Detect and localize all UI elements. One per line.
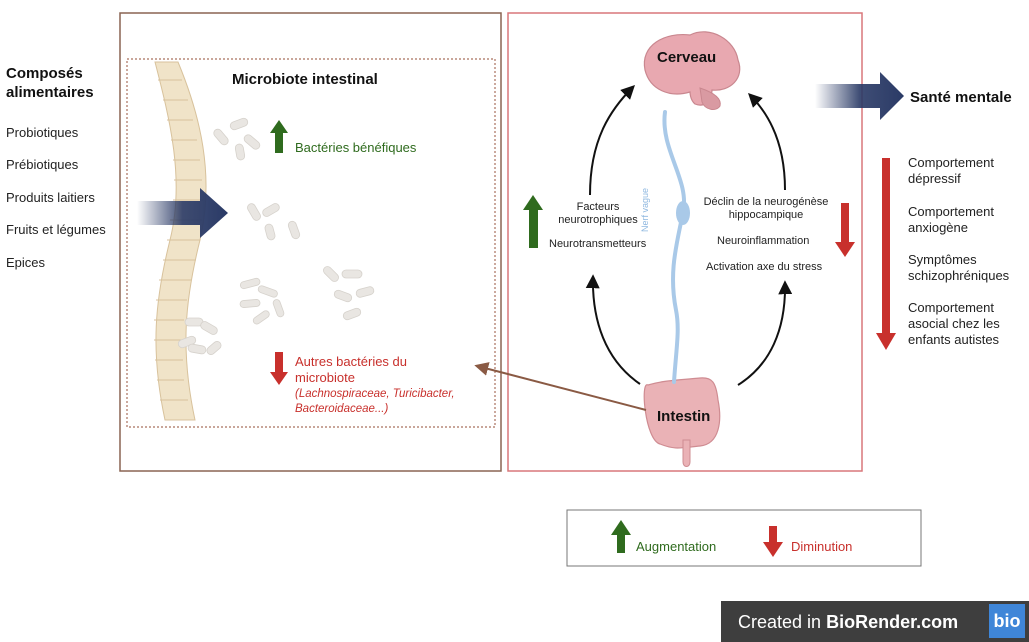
arrow-from-intestine-left <box>585 274 641 385</box>
down-arrow-other <box>270 352 288 385</box>
microbiota-dotted-frame <box>126 58 496 428</box>
biorender-credit[interactable]: Created in BioRender.com <box>738 612 958 633</box>
other-bacteria-label: Autres bactéries du microbiote <box>295 354 408 385</box>
legend-frame <box>566 509 922 567</box>
food-item-prebiotics: Prébiotiques <box>6 157 79 172</box>
food-item-fruits-vegetables: Fruits et légumes <box>6 222 106 237</box>
biorender-logo[interactable]: bio <box>989 604 1025 638</box>
down-arrow-axis <box>835 203 855 257</box>
bacteria-cluster <box>177 117 375 355</box>
legend-up-arrow <box>611 520 631 553</box>
legend-decrease-label: Diminution <box>791 539 853 554</box>
intestinal-epithelium <box>154 61 207 421</box>
legend-down-arrow <box>763 526 783 557</box>
arrow-intestine-to-microbiota <box>474 362 647 411</box>
food-arrow <box>137 188 228 238</box>
beneficial-bacteria-label: Bactéries bénéfiques <box>295 140 417 155</box>
biorender-footer[interactable] <box>721 601 1029 642</box>
down-arrow-outcome <box>876 158 896 350</box>
vagus-nerve <box>662 110 687 384</box>
arrow-from-intestine-right <box>737 280 793 386</box>
up-arrow-beneficial <box>270 120 288 153</box>
decrease-item-neurogenesis: Déclin de la neurogénèse hippocampique <box>703 196 829 221</box>
intestine-illustration <box>643 377 721 467</box>
vagus-ganglion <box>676 201 690 225</box>
increase-item-neurotrophic: Facteurs neurotrophiques <box>558 201 638 226</box>
brain-label: Cerveau <box>657 49 717 66</box>
food-item-dairy: Produits laitiers <box>6 190 95 205</box>
intestine-label: Intestin <box>657 408 711 425</box>
arrow-to-brain-left <box>589 85 635 196</box>
food-item-spices: Epices <box>6 255 46 270</box>
outcome-asocial-autism: Comportement asocial chez les enfants au… <box>908 300 1000 347</box>
outcome-anxiogenic: Comportement anxiogène <box>908 204 994 235</box>
vagus-nerve-label: Nerf vague <box>640 187 650 232</box>
food-item-probiotics: Probiotiques <box>6 125 79 140</box>
up-arrow-axis <box>523 195 543 248</box>
decrease-item-neuroinflammation: Neuroinflammation <box>717 235 810 247</box>
brain-illustration <box>643 31 741 110</box>
increase-item-neurotransmitters: Neurotransmetteurs <box>549 238 647 250</box>
legend-increase-label: Augmentation <box>636 539 717 554</box>
mental-health-arrow <box>815 72 904 120</box>
gut-brain-frame <box>507 12 863 472</box>
created-in-text: Created in <box>738 612 822 632</box>
microbiota-title: Microbiote intestinal <box>232 71 378 88</box>
biorender-brand: BioRender.com <box>826 612 959 632</box>
outcome-depressive: Comportement dépressif <box>908 155 994 186</box>
arrow-to-brain-right <box>748 93 786 191</box>
other-bacteria-examples: (Lachnospiraceae, Turicibacter, Bacteroi… <box>295 388 455 415</box>
mental-health-title: Santé mentale <box>910 89 1012 106</box>
outcome-schizophrenic: Symptômes schizophréniques <box>908 252 1010 283</box>
microbiota-frame <box>119 12 502 472</box>
decrease-item-stress-axis: Activation axe du stress <box>706 261 823 273</box>
food-compounds-title: Composés alimentaires <box>6 65 94 101</box>
